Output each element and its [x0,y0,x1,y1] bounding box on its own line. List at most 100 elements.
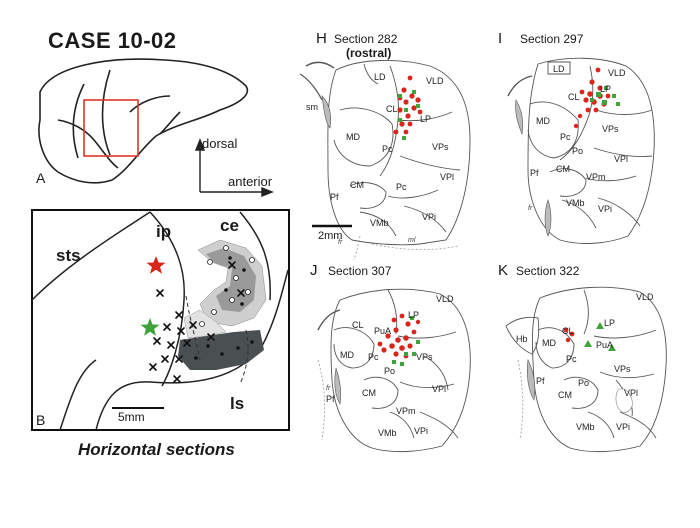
j-vld: VLD [436,294,454,304]
i-fr: fr [528,205,533,212]
section-j-letter: J [310,262,318,279]
section-i-title: Section 297 [520,32,584,46]
section-h-letter: H [316,30,327,47]
j-vmb: VMb [378,428,397,438]
region-box [83,99,139,157]
ip-sulcus-line [149,211,185,387]
section-h-title: Section 282 [334,32,398,46]
i-lp: LP [600,84,611,94]
k-vpl: VPl [624,388,638,398]
j-vpm: VPm [396,406,416,416]
h-vpi: VPi [422,212,436,222]
j-vpl: VPl [432,384,446,394]
sulcus-5 [159,111,181,135]
j-fr: fr [326,385,331,392]
h-cl: CL [386,104,398,114]
k-vps: VPs [614,364,631,374]
h-lp: LP [420,114,431,124]
section-j-title: Section 307 [328,264,392,278]
i-vpm: VPm [586,172,606,182]
i-vmb: VMb [566,198,585,208]
h-pc2: Pc [396,182,407,192]
j-pua: PuA [374,326,391,336]
case-title: CASE 10-02 [48,28,177,53]
anterior-label: anterior [228,174,273,189]
i-cl: CL [568,92,580,102]
dorsal-label: dorsal [202,136,238,151]
i-vld: VLD [608,68,626,78]
k-po: Po [578,378,589,388]
ce-label: ce [220,216,239,235]
panel-b-frame [31,209,290,431]
sulcus-4 [57,119,119,169]
sts-label: sts [56,246,81,265]
sulcus-2 [101,69,111,156]
j-vpi: VPi [414,426,428,436]
section-i-letter: I [498,30,503,47]
panel-b-letter: B [36,412,46,428]
dashed-boundary [185,295,249,385]
h-pf: Pf [330,192,339,202]
i-vpi: VPi [598,204,612,214]
section-k-title: Section 322 [516,264,580,278]
red-star [146,256,166,274]
i-vps: VPs [602,124,619,134]
k-cl: CL [562,326,574,336]
brain-outline [38,58,249,184]
k-cm: CM [558,390,572,400]
panel-a-letter: A [36,170,46,186]
i-md: MD [536,116,550,126]
j-po: Po [384,366,395,376]
h-md: MD [346,132,360,142]
j-cm: CM [362,388,376,398]
h-ml: ml [408,237,416,244]
sulcus-3 [129,95,171,113]
h-vld: VLD [426,76,444,86]
k-lp: LP [604,318,615,328]
k-md: MD [542,338,556,348]
figure-caption: Horizontal sections [78,440,235,459]
section-h-subtitle: (rostral) [346,46,392,60]
i-vpl: VPl [614,154,628,164]
k-white-region [615,388,633,413]
i-pf: Pf [530,168,539,178]
h-vmb: VMb [370,218,389,228]
light-inner-patch [183,309,227,339]
h-sm: sm [306,102,318,112]
k-pua: PuA [596,340,613,350]
section-k-letter: K [498,262,509,279]
k-vld: VLD [636,292,654,302]
panel-b-scale-label: 5mm [118,410,145,424]
h-vpl: VPl [440,172,454,182]
i-cm: CM [556,164,570,174]
sts-sulcus [31,211,151,301]
j-pf: Pf [326,394,335,404]
j-vps: VPs [416,352,433,362]
h-fr: fr [338,239,343,246]
ls-sulcus [95,269,289,431]
green-star [140,318,160,336]
h-ld: LD [374,72,386,82]
k-vmb: VMb [576,422,595,432]
i-ld: LD [553,64,565,74]
h-pc: Pc [382,144,393,154]
ce-curve [239,211,271,301]
ip-label: ip [156,222,172,241]
outer-curve [59,359,97,431]
h-vps: VPs [432,142,449,152]
ls-label: ls [230,394,245,413]
k-pf: Pf [536,376,545,386]
j-cl: CL [352,320,364,330]
i-pc: Pc [560,132,571,142]
sulcus-1 [72,83,85,159]
k-hb: Hb [516,334,528,344]
k-pc: Pc [566,354,577,364]
